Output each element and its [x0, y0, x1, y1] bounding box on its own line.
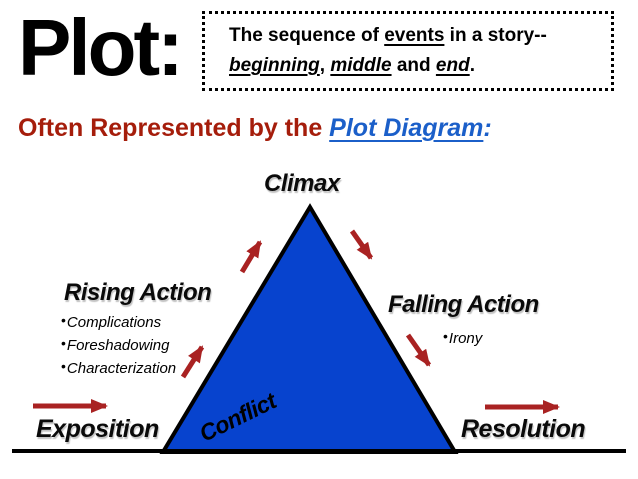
list-item-text: Foreshadowing [66, 337, 170, 354]
falling-action-label: Falling Action [388, 291, 539, 318]
list-item: •Foreshadowing [61, 333, 176, 356]
plot-title: Plot: [18, 3, 184, 92]
arrow-falling-upper [349, 229, 374, 260]
definition-text: and [391, 55, 436, 76]
arrow-rising-lower [180, 345, 205, 379]
list-item-text: Irony [448, 330, 483, 347]
definition-text: in a story-- [444, 25, 547, 46]
definition-text: , [319, 55, 331, 76]
definition-text: . [469, 55, 475, 76]
bullet-dot: • [443, 328, 448, 344]
definition-events: events [384, 25, 445, 46]
definition-box: The sequence of events in a story-- begi… [202, 11, 614, 91]
rising-action-list: •Complications •Foreshadowing •Character… [61, 310, 176, 379]
list-item: •Irony [443, 326, 482, 349]
list-item-text: Characterization [66, 360, 177, 377]
bullet-dot: • [61, 358, 66, 374]
definition-end: end [435, 55, 470, 76]
subtitle-colon: : [483, 114, 492, 142]
definition-text: The sequence of [229, 25, 385, 46]
list-item-text: Complications [66, 314, 162, 331]
definition-line-1: The sequence of events in a story-- [229, 21, 603, 51]
definition-line-2: beginning, middle and end. [229, 51, 603, 81]
definition-beginning: beginning [229, 55, 320, 76]
plot-triangle [159, 203, 459, 454]
bullet-dot: • [61, 335, 66, 351]
climax-label: Climax [264, 170, 340, 197]
bullet-dot: • [61, 312, 66, 328]
rising-action-label: Rising Action [64, 279, 212, 306]
subtitle-text: Often Represented by the [18, 114, 330, 142]
list-item: •Complications [61, 310, 176, 333]
definition-middle: middle [330, 55, 392, 76]
list-item: •Characterization [61, 356, 176, 379]
plot-diagram-svg [12, 203, 626, 454]
plot-diagram-link[interactable]: Plot Diagram [329, 114, 484, 142]
subtitle: Often Represented by the Plot Diagram: [18, 114, 492, 143]
arrow-rising-upper [239, 240, 263, 274]
resolution-label: Resolution [461, 415, 586, 443]
arrow-falling-lower [405, 333, 432, 367]
exposition-label: Exposition [36, 415, 159, 443]
falling-action-list: •Irony [443, 326, 482, 349]
